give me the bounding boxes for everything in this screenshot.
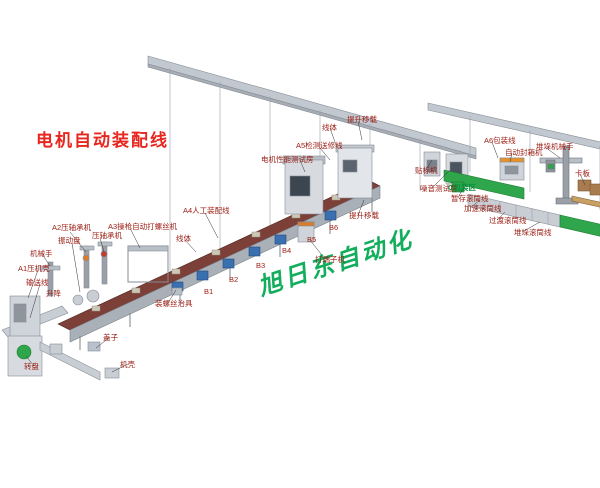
label-b6: B6: [329, 223, 339, 232]
auto-carton-sealer: [499, 157, 525, 181]
leader-lines: [25, 120, 586, 373]
label-conveyor-line: 输送线: [26, 278, 49, 287]
terminal-crimping-machine: [297, 221, 315, 243]
labeling-machine: [423, 151, 441, 177]
label-lift-transfer-top: 提升移载: [347, 115, 377, 124]
belt-pallets: [91, 194, 341, 312]
label-lift-transfer-mid: 提升移载: [349, 211, 379, 220]
label-a1-machine: A1压机壳: [18, 264, 50, 273]
label-vibration-plate: 振动盘: [58, 236, 81, 245]
label-a4-line: A4人工装配线: [183, 206, 230, 215]
label-transition-roller: 过渡滚筒线: [489, 216, 527, 225]
label-robot-hand: 机械手: [30, 249, 53, 258]
label-turntable: 转盘: [24, 362, 39, 371]
label-b4: B4: [282, 246, 292, 255]
label-auto-sealer: 自动封箱机: [505, 148, 543, 157]
label-noise-test-room: 噪音测试房: [420, 184, 458, 193]
label-temp-roller: 暂存滚筒线: [451, 194, 489, 203]
label-lift: 升降: [46, 289, 61, 298]
packaging-elevated-rail: [427, 102, 600, 210]
label-a5-line: A5检测送修线: [296, 141, 343, 150]
label-a2-machine: A2压轴承机: [52, 223, 92, 232]
repair-test-cabinet: [335, 144, 375, 199]
label-a6-line: A6包装线: [484, 136, 516, 145]
label-pallet: 卡板: [575, 169, 590, 178]
a1-press-station: [1, 261, 120, 381]
a2-bearing-press: [72, 241, 113, 306]
label-c-pack-area: C包装区: [448, 183, 476, 192]
pallet-with-boxes: [571, 179, 600, 208]
a3-screw-machine: [127, 245, 183, 296]
label-motor-test-room: 电机性能测试房: [261, 155, 314, 164]
label-b5: B5: [307, 235, 317, 244]
page-title: 电机自动装配线: [36, 131, 169, 150]
label-a3-machine: A3操枪自动打螺丝机: [108, 222, 178, 231]
label-accel-roller: 加速滚筒线: [464, 204, 502, 213]
label-press-bearing: 压轴承机: [92, 231, 122, 240]
label-cover: 盖子: [103, 333, 118, 342]
packaging-roller-conveyors: [443, 169, 600, 237]
label-b2: B2: [229, 275, 239, 284]
label-stacking-robot: 堆垛机械手: [536, 142, 574, 151]
motor-test-room: [282, 155, 326, 215]
label-shell: 机壳: [120, 360, 135, 369]
label-screw-fixture: 装螺丝治具: [155, 299, 193, 308]
label-labeling-machine: 贴标机: [415, 166, 438, 175]
label-line-body-2: 线体: [322, 123, 337, 132]
label-b3: B3: [256, 261, 266, 270]
label-terminal-machine: 打端子机: [315, 255, 345, 264]
label-b1: B1: [204, 287, 214, 296]
stacking-robot: [539, 145, 583, 205]
elevated-return-conveyor: [147, 55, 477, 275]
label-stack-roller: 堆垛滚筒线: [514, 228, 552, 237]
label-line-body-1: 线体: [176, 234, 191, 243]
